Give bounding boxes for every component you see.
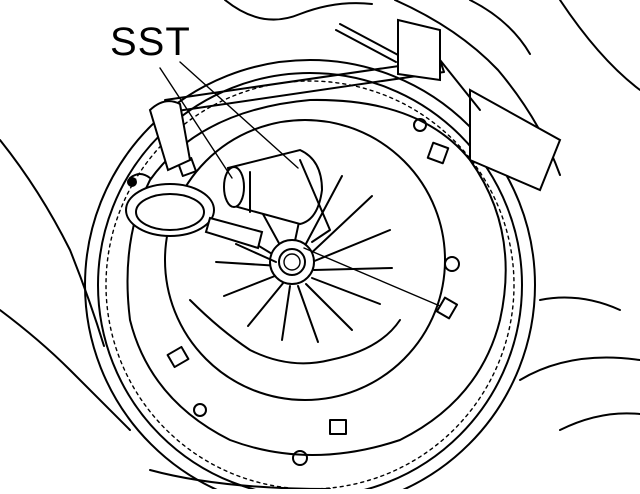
- callout-leaders: [159, 61, 441, 307]
- indicator-stand: [148, 18, 562, 192]
- flywheel-ring-gear: [84, 59, 536, 494]
- dial-indicator: [125, 173, 277, 263]
- clutch-cover: [126, 98, 507, 466]
- sst-tool: [223, 148, 331, 243]
- sst-callout-label: SST: [110, 20, 191, 64]
- clutch-hub: [269, 239, 315, 285]
